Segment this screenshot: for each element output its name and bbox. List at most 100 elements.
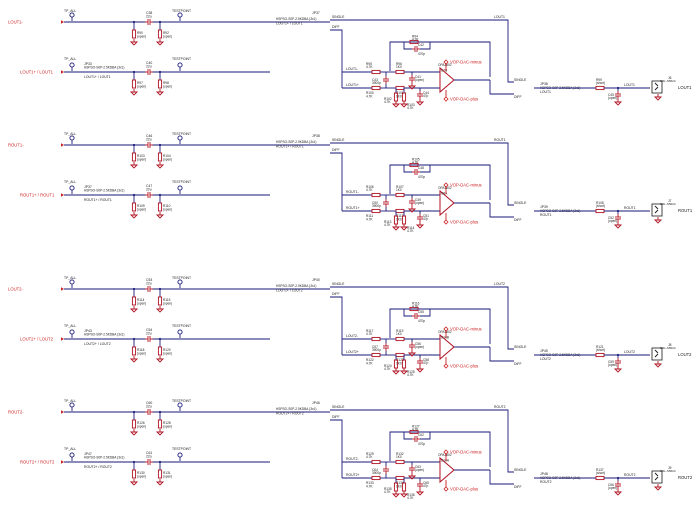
cap-ref: C42 — [418, 43, 424, 47]
testpoint-icon — [69, 135, 75, 141]
resistor-icon — [595, 208, 605, 214]
cap-value: 22u — [146, 455, 152, 459]
ground-icon — [155, 91, 165, 96]
cap-value: (open) — [608, 96, 617, 100]
resistor-ref: R99 — [596, 78, 602, 82]
jack-part: SRL-S5624 — [660, 79, 676, 83]
testpoint-ref: TESTPOINT — [172, 399, 191, 403]
net-label: LOUT1 — [540, 90, 551, 94]
resistor-ref: R95 — [366, 62, 372, 66]
cap-ref: C62 — [418, 433, 424, 437]
resistor-ref: R118 — [137, 348, 145, 352]
resistor-icon — [157, 296, 163, 306]
input-arrow-icon — [61, 460, 64, 464]
ground-icon — [415, 224, 425, 229]
jumper-part: HSPSO-S0P-2.5KDBA (3x1) — [84, 456, 124, 460]
cap-value: (open) — [415, 78, 424, 82]
resistor-icon — [409, 39, 419, 45]
wire — [389, 431, 491, 467]
wire — [420, 165, 431, 173]
cap-ref: C49 — [415, 198, 421, 202]
cap-ref: C50 — [372, 201, 378, 205]
input-label: ROUT2+ / ROUT2 — [20, 460, 55, 465]
resistor-ref: R102 — [384, 97, 392, 101]
cap-value: 22u — [146, 65, 152, 69]
net-label: ROUT2- — [346, 457, 359, 461]
resistor-value: (open) — [163, 475, 172, 479]
resistor-value: (open) — [163, 302, 172, 306]
resistor-ref: R123 — [396, 358, 404, 362]
resistor-value: 4.7K — [384, 223, 391, 227]
testpoint-ref: TP_ALL — [64, 399, 76, 403]
resistor-icon — [371, 69, 381, 75]
ground-icon — [613, 224, 623, 229]
resistor-icon — [371, 336, 381, 342]
net-label: SINGLE — [514, 78, 527, 82]
jumper-part: HSPSO-S0P-2.5KDBA (3x1) — [276, 17, 316, 21]
resistor-ref: R117 — [366, 329, 374, 333]
ground-icon — [155, 214, 165, 219]
cap-value: 47p — [423, 94, 429, 98]
resistor-icon — [131, 29, 137, 39]
resistor-ref: R122 — [366, 358, 374, 362]
resistor-value: 4.7K — [407, 229, 414, 233]
resistor-value: (open) — [137, 85, 146, 89]
resistor-icon — [157, 469, 163, 479]
wire — [420, 309, 431, 317]
ground-icon — [129, 41, 139, 46]
resistor-value: 1K0 — [396, 455, 402, 459]
resistor-ref: R128 — [163, 421, 171, 425]
testpoint-icon — [177, 135, 183, 141]
cap-value: 22u — [146, 405, 152, 409]
net-label: LOUT1+ / LOUT1 — [276, 22, 303, 26]
resistor-icon — [395, 69, 405, 75]
power-label: VOP-DAC-plus — [450, 364, 478, 369]
resistor-icon — [131, 79, 137, 89]
resistor-value: (short) — [596, 204, 605, 208]
power-label: VOP-DAC-minus — [450, 183, 482, 188]
net-label: SINGLE — [332, 405, 345, 409]
resistor-icon — [371, 352, 381, 358]
resistor-value: 4.7K — [412, 161, 419, 165]
input-label: LOUT2- — [8, 287, 23, 292]
resistor-value: 4.7K — [366, 455, 373, 459]
resistor-ref: R121 — [596, 345, 604, 349]
ground-icon — [399, 103, 409, 108]
power-port-icon — [443, 486, 449, 492]
opamp-icon — [439, 333, 455, 361]
resistor-value: 4.7K — [412, 305, 419, 309]
input-label: ROUT1+ / ROUT1 — [20, 193, 55, 198]
resistor-ref: R98 — [163, 81, 169, 85]
ground-icon — [391, 226, 401, 231]
resistor-icon — [395, 208, 405, 214]
testpoint-ref: TESTPOINT — [172, 9, 191, 13]
resistor-value: (open) — [163, 35, 172, 39]
jumper-ref: JP43 — [84, 329, 92, 333]
power-port-icon — [443, 96, 449, 102]
net-label: LOUT2+ — [346, 350, 359, 354]
net-label: SINGLE — [514, 345, 527, 349]
wire — [330, 286, 514, 350]
cap-value: 22u — [146, 138, 152, 142]
resistor-icon — [157, 29, 163, 39]
wire — [330, 152, 343, 211]
ground-icon — [129, 164, 139, 169]
cap-ref: C59 — [608, 360, 614, 364]
testpoint-icon — [177, 185, 183, 191]
ground-icon — [653, 363, 663, 368]
resistor-ref: R114 — [137, 298, 145, 302]
wire — [403, 42, 412, 50]
ground-icon — [653, 486, 663, 491]
cap-gap — [146, 191, 152, 199]
jumper-part: HSPSO-S0P-2.5KDBA (3x1) — [84, 333, 124, 337]
jack-ref: J8 — [668, 343, 672, 347]
ground-icon — [399, 370, 409, 375]
wire — [403, 165, 412, 173]
resistor-ref: R103 — [137, 154, 145, 158]
cap-ref: C43 — [372, 78, 378, 82]
resistor-value: 4.7K — [412, 428, 419, 432]
net-label: ROUT2 — [494, 405, 506, 409]
ground-icon — [653, 96, 663, 101]
resistor-ref: R133 — [366, 481, 374, 485]
